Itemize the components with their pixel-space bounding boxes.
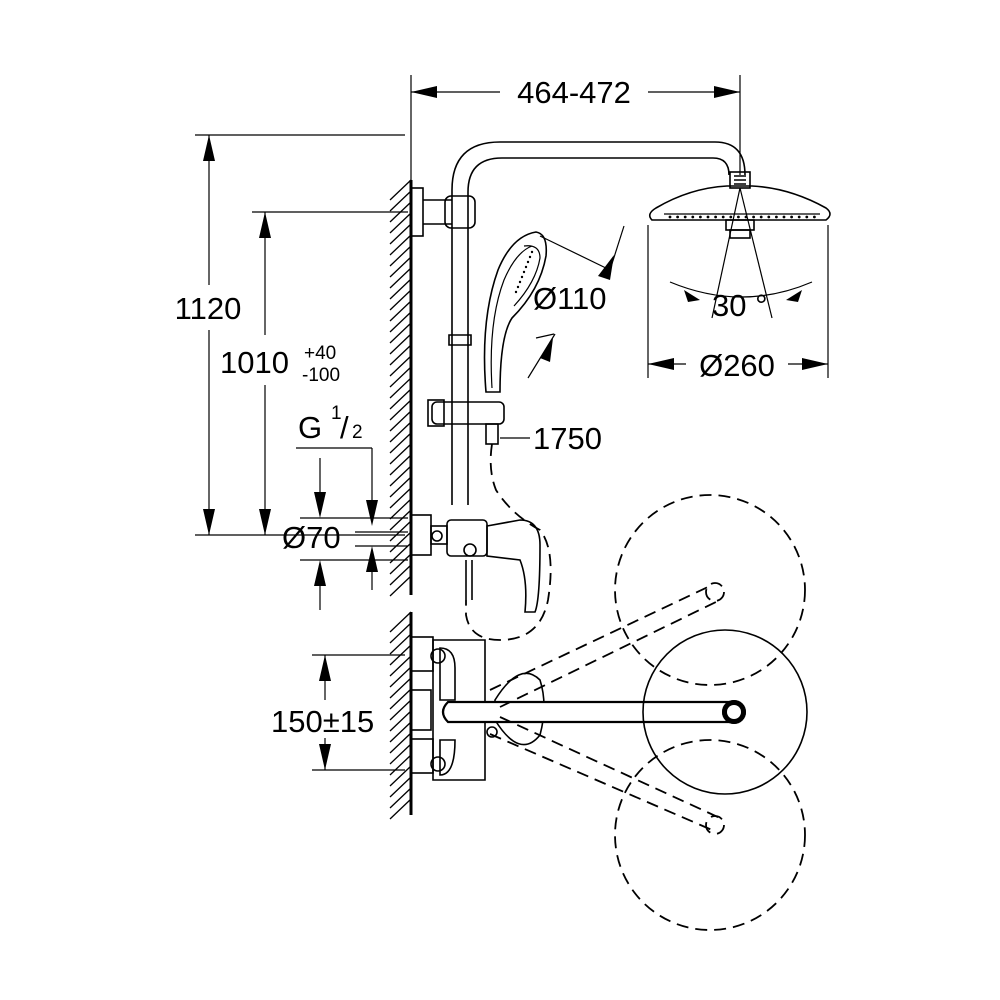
- dimension-rosette: Ø70: [282, 458, 408, 610]
- inlet-centres-label: 150±15: [271, 704, 374, 739]
- head-shower-diameter-label: Ø260: [699, 348, 775, 383]
- mixer-front-view: [410, 636, 746, 781]
- rosette-diameter-label: Ø70: [282, 520, 341, 555]
- hand-shower: [427, 231, 552, 641]
- thread-denominator: 2: [352, 422, 363, 443]
- dimension-thread: G 1 / 2: [296, 403, 378, 590]
- shower-rail: [410, 141, 746, 505]
- adjust-height-tol-plus: +40: [304, 343, 336, 364]
- total-height-label: 1120: [175, 291, 242, 326]
- thread-base-label: G: [298, 410, 322, 445]
- adjust-height-label: 1010: [220, 345, 289, 380]
- head-shower: [648, 171, 831, 319]
- width-reach-label: 464-472: [517, 75, 631, 110]
- dimension-inlet-centres: 150±15: [271, 654, 405, 771]
- mixer-side-view: [410, 514, 541, 613]
- dimension-total-height: 1120: [175, 134, 405, 536]
- dimension-width-reach: 464-472: [410, 75, 741, 180]
- thread-numerator: 1: [331, 403, 342, 424]
- wall-upper: [389, 179, 413, 597]
- dimension-hose: 1750: [500, 421, 602, 456]
- thread-slash: /: [340, 410, 349, 445]
- spray-angle-label: 30 °: [712, 288, 768, 323]
- dimension-hand-shower: Ø110: [527, 225, 625, 379]
- dimension-spray-angle: 30 °: [712, 288, 768, 323]
- wall-lower: [389, 611, 413, 820]
- lever-rotation-range: [442, 494, 808, 931]
- adjust-height-tol-minus: -100: [302, 365, 340, 386]
- hand-shower-diameter-label: Ø110: [533, 281, 607, 316]
- dimension-head-shower: Ø260: [647, 225, 829, 383]
- dimension-adjust-height: 1010 +40 -100: [220, 211, 408, 535]
- hose-length-label: 1750: [533, 421, 602, 456]
